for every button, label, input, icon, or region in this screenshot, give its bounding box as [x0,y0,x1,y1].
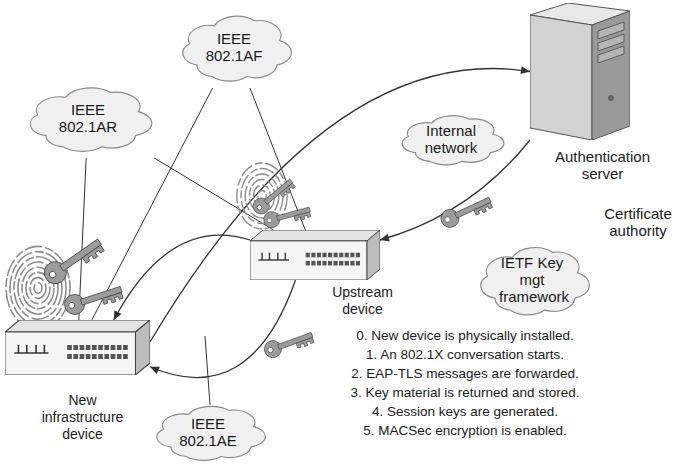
key-icon [250,175,296,218]
switch-body [5,320,150,375]
connector [150,66,530,342]
switch-ports [67,345,128,359]
device-label-group: Upstream device [320,284,405,318]
switch-front [5,332,136,375]
fingerprint [6,246,70,329]
arrow-head [380,234,390,242]
step-text: 0. New device is physically installed. [315,326,615,345]
device-label-group: Authentication server [545,148,660,182]
cloud-node: IEEE 802.1AE [146,398,271,466]
switch-top [250,230,380,241]
device-label: Authentication server [545,148,660,182]
server-button [608,95,614,101]
cloud-text-group: IEEE 802.1AE [168,415,248,449]
step-text: 4. Session keys are generated. [315,402,615,421]
connector [114,235,250,320]
key-icon [262,327,315,360]
cloud-label: IEEE 802.1AE [168,415,248,449]
cloud-label: IEEE 802.1AR [48,101,128,135]
network-device: New infrastructure device [5,320,150,375]
network-device: Upstream device [250,230,380,280]
switch-side [367,230,380,280]
arrow-head [114,310,122,320]
cloud-outline [403,116,505,165]
cloud-text-group: IEEE 802.1AR [48,101,128,135]
switch-body [250,230,380,280]
device-label-group: New infrastructure device [35,392,130,443]
leader-line [205,336,210,405]
switch-top [5,320,150,332]
switch-symbol [258,253,289,260]
server-tower [530,3,630,140]
cloud-node: IEEE 802.1AR [18,78,158,158]
connector [150,280,296,378]
step-text: 5. MACSec encryption is enabled. [315,421,615,440]
connector [250,88,305,230]
cloud-label: IETF Key mgt framework [499,254,565,305]
server-bays [598,22,624,63]
server-node: Authentication server [530,3,630,140]
key-icon [438,192,494,231]
switch-symbol [14,345,48,353]
arrow-head [150,367,160,374]
fingerprint-ridge [34,283,42,293]
device-label: New infrastructure device [35,392,130,443]
connector-line [154,158,273,230]
cloud-outline [156,406,265,460]
connector-line [250,88,305,230]
cloud-text-group: IEEE 802.1AF [194,30,274,64]
connector-line [114,235,250,320]
device-label: Upstream device [320,284,405,318]
switch-side [136,320,151,375]
annotation-label: Certificate authority [593,205,683,239]
connector [154,158,273,230]
key-icon [40,233,106,288]
cloud-outline [30,88,152,151]
arrow-head [520,66,530,74]
key-icon [62,280,124,317]
fingerprint-ridge [30,278,46,299]
switch-front [250,241,367,280]
step-text: 3. Key material is returned and stored. [315,383,615,402]
cloud-label: IEEE 802.1AF [194,30,274,64]
server-side [530,15,592,140]
cloud-node: IEEE 802.1AF [172,6,297,88]
server-front [592,11,630,140]
cloud-node: IETF Key mgt framework [470,237,595,322]
fingerprint-ridge [6,246,70,329]
cloud-outline [480,247,589,314]
step-text: 1. An 802.1X conversation starts. [315,345,615,364]
connector-line [150,69,530,342]
key-icon [262,202,312,230]
cloud-node: Internal network [392,108,509,170]
switch-ports [306,253,360,266]
connector-line [150,280,296,378]
cloud-outline [182,16,291,81]
cloud-text-group: IETF Key mgt framework [499,254,565,305]
step-text: 2. EAP-TLS messages are forwarded. [315,364,615,383]
cloud-label: Internal network [414,122,489,156]
cloud-text-group: Internal network [414,122,489,156]
